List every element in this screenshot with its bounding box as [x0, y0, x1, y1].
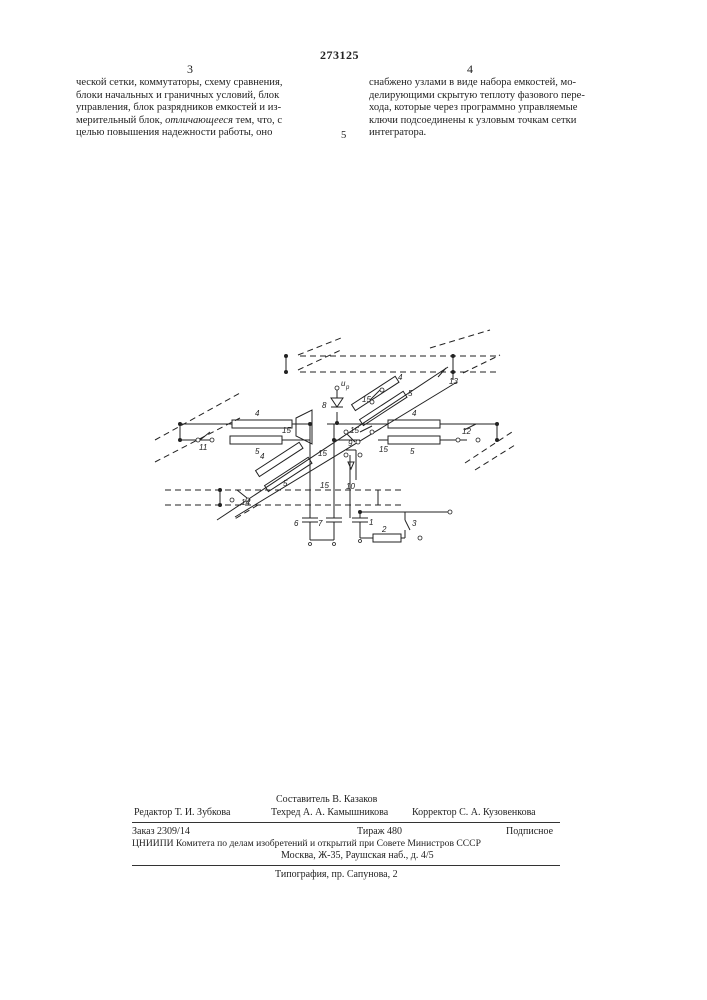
- label-12: 12: [462, 427, 471, 436]
- divider: [132, 822, 560, 823]
- editor-line: Редактор Т. И. Зубкова: [134, 806, 230, 819]
- label-6: 6: [294, 519, 299, 528]
- compiler-line: Составитель В. Казаков: [276, 793, 377, 806]
- label-3: 3: [412, 519, 417, 528]
- label-1: 1: [369, 518, 373, 527]
- label-5-right: 5: [410, 447, 415, 456]
- label-14: 14: [241, 498, 250, 507]
- grid-dashed-lines: [155, 330, 515, 520]
- label-4-lower: 4: [260, 452, 265, 461]
- divider: [132, 865, 560, 866]
- label-9: 9: [348, 439, 353, 448]
- tech-editor-line: Техред А. А. Камышникова: [271, 806, 388, 819]
- corrector-line: Корректор С. А. Кузовенкова: [412, 806, 536, 819]
- label-5-lower: 5: [283, 479, 288, 488]
- label-2: 2: [381, 525, 387, 534]
- label-4-right: 4: [412, 409, 417, 418]
- label-7: 7: [318, 519, 323, 528]
- label-15-b: 15: [282, 426, 291, 435]
- address-line: Москва, Ж-35, Раушская наб., д. 4/5: [281, 849, 434, 862]
- printing-house-line: Типография, пр. Сапунова, 2: [275, 868, 398, 881]
- label-15-d: 15: [379, 445, 388, 454]
- label-11: 11: [199, 443, 207, 452]
- label-p: р: [345, 385, 350, 391]
- label-10: 10: [346, 482, 355, 491]
- label-4-left: 4: [255, 409, 260, 418]
- label-13: 13: [449, 377, 458, 386]
- label-15-a: 15: [362, 395, 371, 404]
- label-8: 8: [322, 401, 327, 410]
- label-4-diag: 4: [398, 373, 403, 382]
- label-5-diag: 5: [408, 389, 413, 398]
- subscription-line: Подписное: [506, 825, 553, 838]
- label-15-c: 15: [350, 426, 359, 435]
- label-15-e: 15: [318, 449, 327, 458]
- label-15-f: 15: [320, 481, 329, 490]
